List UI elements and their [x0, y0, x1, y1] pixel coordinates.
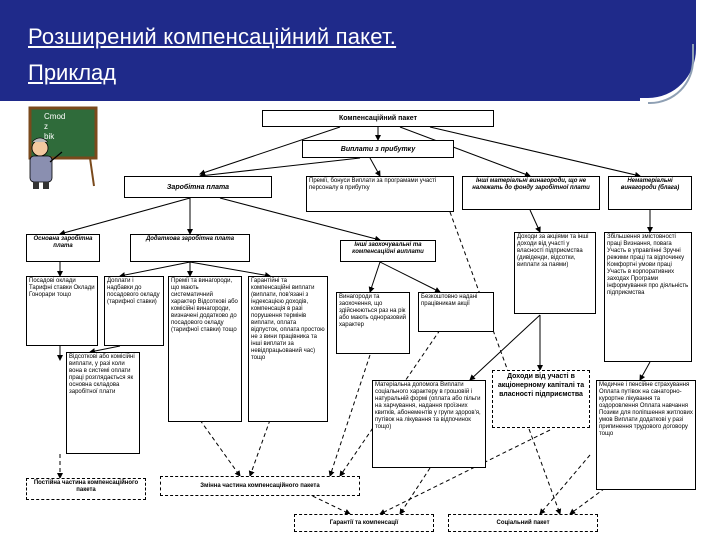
- node-guarantee-payments: Гарантійні та компенсаційні виплати (вип…: [248, 276, 328, 422]
- slide-title: Розширений компенсаційний пакет.: [28, 24, 397, 49]
- node-earned-pay: Заробітна плата: [124, 176, 272, 198]
- node-basic-pay: Основна заробітна плата: [26, 234, 100, 262]
- node-participation-income: Доходи від участі в акціонерному капітал…: [492, 370, 590, 428]
- node-nonmaterial-list: Збільшення змістовності праці Визнання, …: [604, 232, 692, 362]
- header-underline: [0, 98, 640, 101]
- slide-subtitle: Приклад: [28, 60, 117, 85]
- node-social-package: Соціальний пакет: [448, 514, 598, 532]
- node-nonmaterial: Нематеріальні винагороди (блага): [608, 176, 692, 210]
- teacher-illustration: [20, 106, 100, 190]
- node-surcharges: Доплати і надбавки до посадового окладу …: [104, 276, 164, 346]
- node-variable-part: Змінна частина компенсаційного пакета: [160, 476, 360, 496]
- node-guarantees: Гарантії та компенсації: [294, 514, 434, 532]
- node-fixed-part: Постійна частина компенсаційного пакета: [26, 478, 146, 500]
- node-free-shares: Безкоштовно надані працівникам акції: [418, 292, 494, 332]
- node-profit-payments: Виплати з прибутку: [302, 140, 454, 158]
- node-premiums-systematic: Премії та винагороди, що мають системати…: [168, 276, 242, 422]
- node-medical-list: Медичне і пенсійне страхування Оплата пу…: [596, 380, 696, 490]
- node-commission-pay: Відсоткові або комісійні виплати, у разі…: [66, 352, 140, 454]
- blackboard-text: Cmod z bik: [44, 112, 66, 141]
- node-salaries: Посадові оклади Тарифні ставки Оклади Го…: [26, 276, 98, 346]
- node-additional-pay: Додаткова заробітна плата: [130, 234, 250, 262]
- node-other-material: Інші матеріальні винагороди, що не належ…: [462, 176, 600, 210]
- node-bonuses: Премії, бонуси Виплати за програмами уча…: [306, 176, 454, 212]
- node-one-time-rewards: Винагороди та заохочення, що здійснюютьс…: [336, 292, 410, 354]
- slide-header: Розширений компенсаційний пакет. Приклад: [0, 0, 720, 104]
- node-stock-income: Доходи за акціями та інші доходи від уча…: [514, 232, 596, 314]
- node-other-incentive: Інші заохочувальні та компенсаційні випл…: [340, 240, 436, 262]
- node-compensation-package: Компенсаційний пакет: [262, 110, 494, 127]
- header-band: [0, 0, 648, 98]
- node-material-help: Матеріальна допомога Виплати соціального…: [372, 380, 486, 468]
